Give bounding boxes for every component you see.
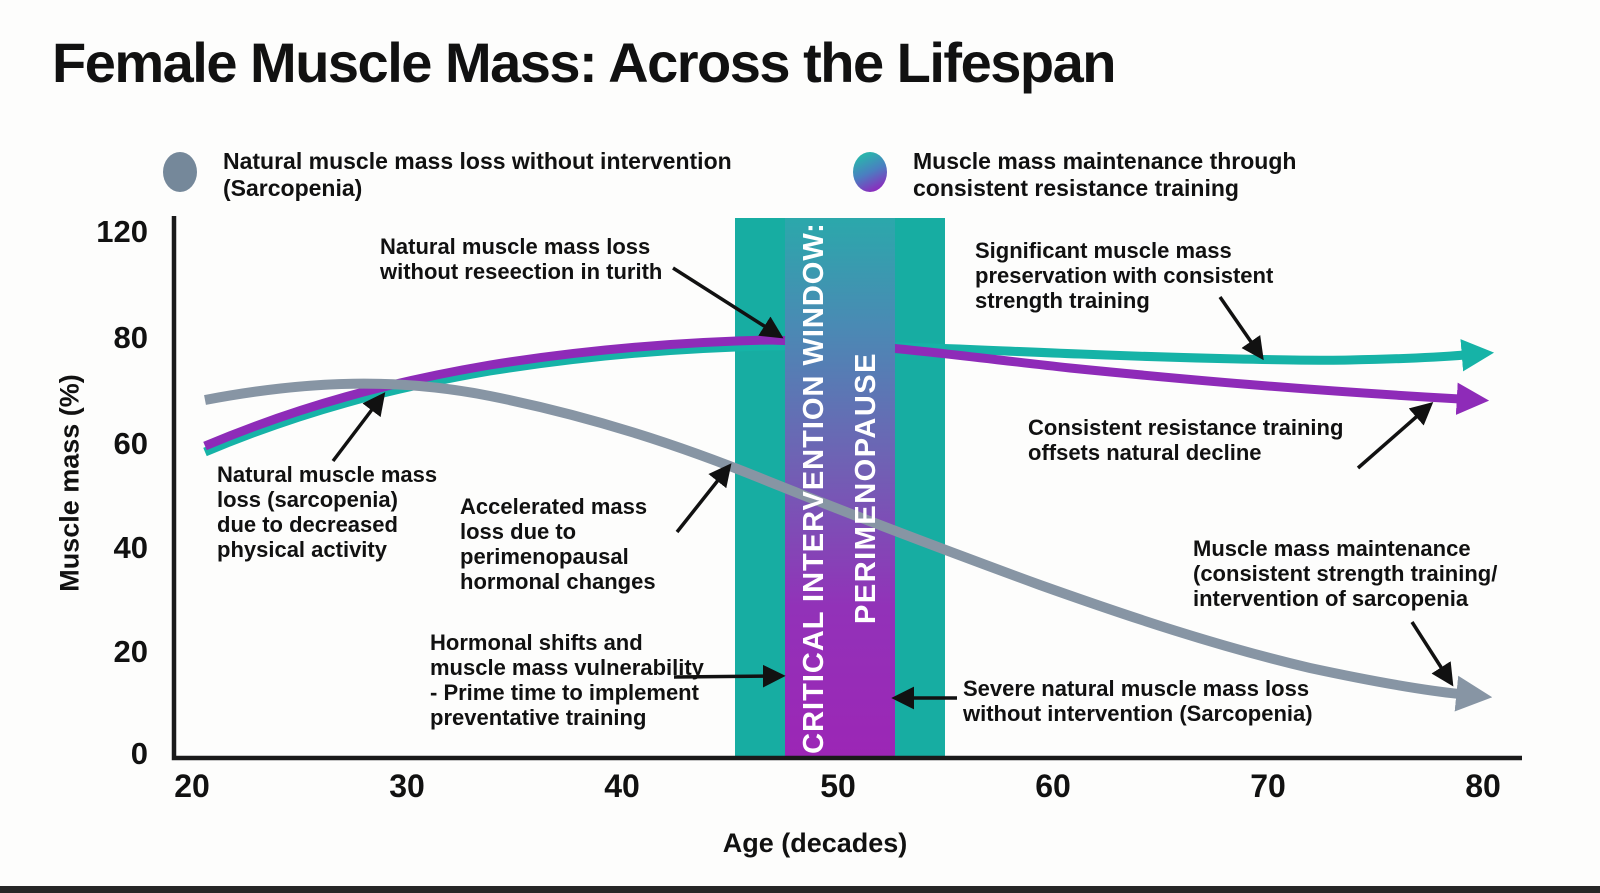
page-title: Female Muscle Mass: Across the Lifespan [52,31,1116,94]
arrow-maintenance [1410,621,1454,687]
arrow-hormonal-shifts [673,664,786,688]
x-tick-20: 20 [174,768,210,804]
gray-dot-icon [163,152,197,192]
x-axis-label: Age (decades) [722,828,908,858]
y-tick-80: 80 [113,320,148,355]
y-axis-label: Muscle mass (%) [54,374,85,592]
annotation-accelerated-loss: Accelerated mass loss due to perimenopau… [460,494,656,594]
gradient-dot-icon [853,152,887,192]
intervention-window-label: CRITICAL INTERVENTION WINDOW: PERIMENOPA… [788,222,892,754]
x-tick-30: 30 [389,768,425,804]
annotation-maintenance: Muscle mass maintenance (consistent stre… [1193,536,1498,611]
x-tick-60: 60 [1035,768,1071,804]
legend-item-sarcopenia: Natural muscle mass loss without interve… [163,148,732,202]
intervention-window-label-line1: CRITICAL INTERVENTION WINDOW: [798,222,830,754]
arrow-natural-loss-sarcopenia [331,392,386,463]
legend-item-training: Muscle mass maintenance through consiste… [853,148,1296,202]
legend-label-sarcopenia: Natural muscle mass loss without interve… [223,148,732,201]
x-tick-40: 40 [604,768,640,804]
annotation-consistent-offsets: Consistent resistance training offsets n… [1028,415,1344,465]
y-tick-20: 20 [113,634,148,669]
perimenopause-gradient-column [785,218,895,758]
bottom-edge-bar [0,886,1600,893]
annotation-significant-preservation: Significant muscle mass preservation wit… [975,238,1274,313]
intervention-window-label-line2: PERIMENOPAUSE [850,352,882,624]
gray-sarcopenia-curve [204,378,1493,712]
y-tick-0: 0 [130,736,148,771]
arrow-significant-preservation [1218,296,1264,361]
arrow-natural-loss-band [672,266,784,339]
y-tick-40: 40 [113,530,148,565]
x-tick-50: 50 [820,768,856,804]
axis-lines [171,216,1522,761]
arrow-accelerated-loss [675,463,732,534]
y-tick-120: 120 [96,214,148,249]
annotation-severe-loss: Severe natural muscle mass loss without … [963,676,1313,726]
annotation-natural-loss-sarcopenia: Natural muscle mass loss (sarcopenia) du… [217,462,438,562]
y-tick-60: 60 [113,426,148,461]
annotation-arrows [331,266,1454,710]
x-tick-70: 70 [1250,768,1286,804]
arrow-consistent-offsets [1356,402,1434,470]
annotation-hormonal-shifts: Hormonal shifts and muscle mass vulnerab… [430,630,704,730]
annotation-natural-loss-band: Natural muscle mass loss without reseect… [380,234,663,284]
legend-label-training: Muscle mass maintenance through consiste… [913,148,1297,201]
x-tick-80: 80 [1465,768,1501,804]
